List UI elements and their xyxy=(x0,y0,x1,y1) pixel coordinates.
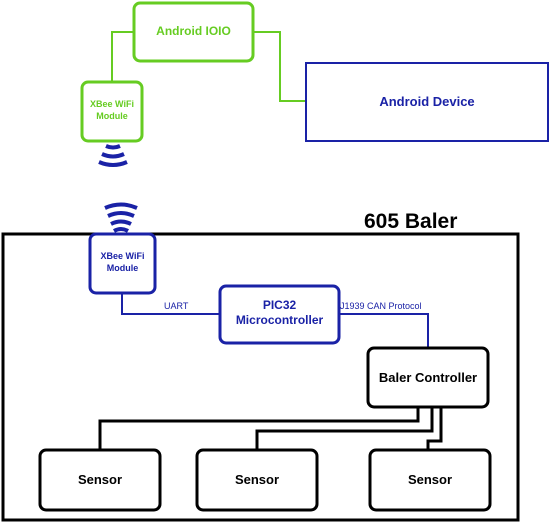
android-device-box: Android Device xyxy=(305,62,549,142)
can-protocol-label: J1939 CAN Protocol xyxy=(340,301,422,311)
baler-title: 605 Baler xyxy=(364,210,457,233)
connector-xbee-to-ioio xyxy=(111,31,134,82)
pic32-line1: PIC32 xyxy=(263,298,297,312)
sensor-wiring xyxy=(98,407,443,450)
sensor-label: Sensor xyxy=(78,472,122,487)
xbee-top-line2: Module xyxy=(96,111,128,121)
xbee-bottom-line1: XBee WiFi xyxy=(101,251,145,261)
uart-label: UART xyxy=(164,301,189,311)
xbee-top-line1: XBee WiFi xyxy=(90,99,134,109)
connector-can xyxy=(339,313,429,348)
sensor-label: Sensor xyxy=(235,472,279,487)
xbee-top-box: XBee WiFi Module xyxy=(80,80,144,143)
pic32-line2: Microcontroller xyxy=(236,313,324,327)
android-ioio-box: Android IOIO xyxy=(132,1,255,63)
android-device-label: Android Device xyxy=(379,94,474,109)
connector-ioio-to-device xyxy=(253,31,306,102)
wifi-signal-icon xyxy=(104,202,138,233)
baler-controller-box: Baler Controller xyxy=(366,346,490,409)
sensor-label: Sensor xyxy=(408,472,452,487)
baler-enclosure xyxy=(1,232,520,522)
xbee-bottom-box: XBee WiFi Module xyxy=(88,232,157,295)
sensor-box: Sensor xyxy=(38,448,162,512)
android-ioio-label: Android IOIO xyxy=(156,24,231,38)
baler-controller-label: Baler Controller xyxy=(379,370,477,385)
wifi-signal-icon xyxy=(98,144,128,167)
sensor-box: Sensor xyxy=(195,448,319,512)
connector-uart xyxy=(121,293,220,315)
xbee-bottom-line2: Module xyxy=(107,263,139,273)
pic32-box: PIC32 Microcontroller xyxy=(218,284,341,345)
sensor-box: Sensor xyxy=(368,448,492,512)
